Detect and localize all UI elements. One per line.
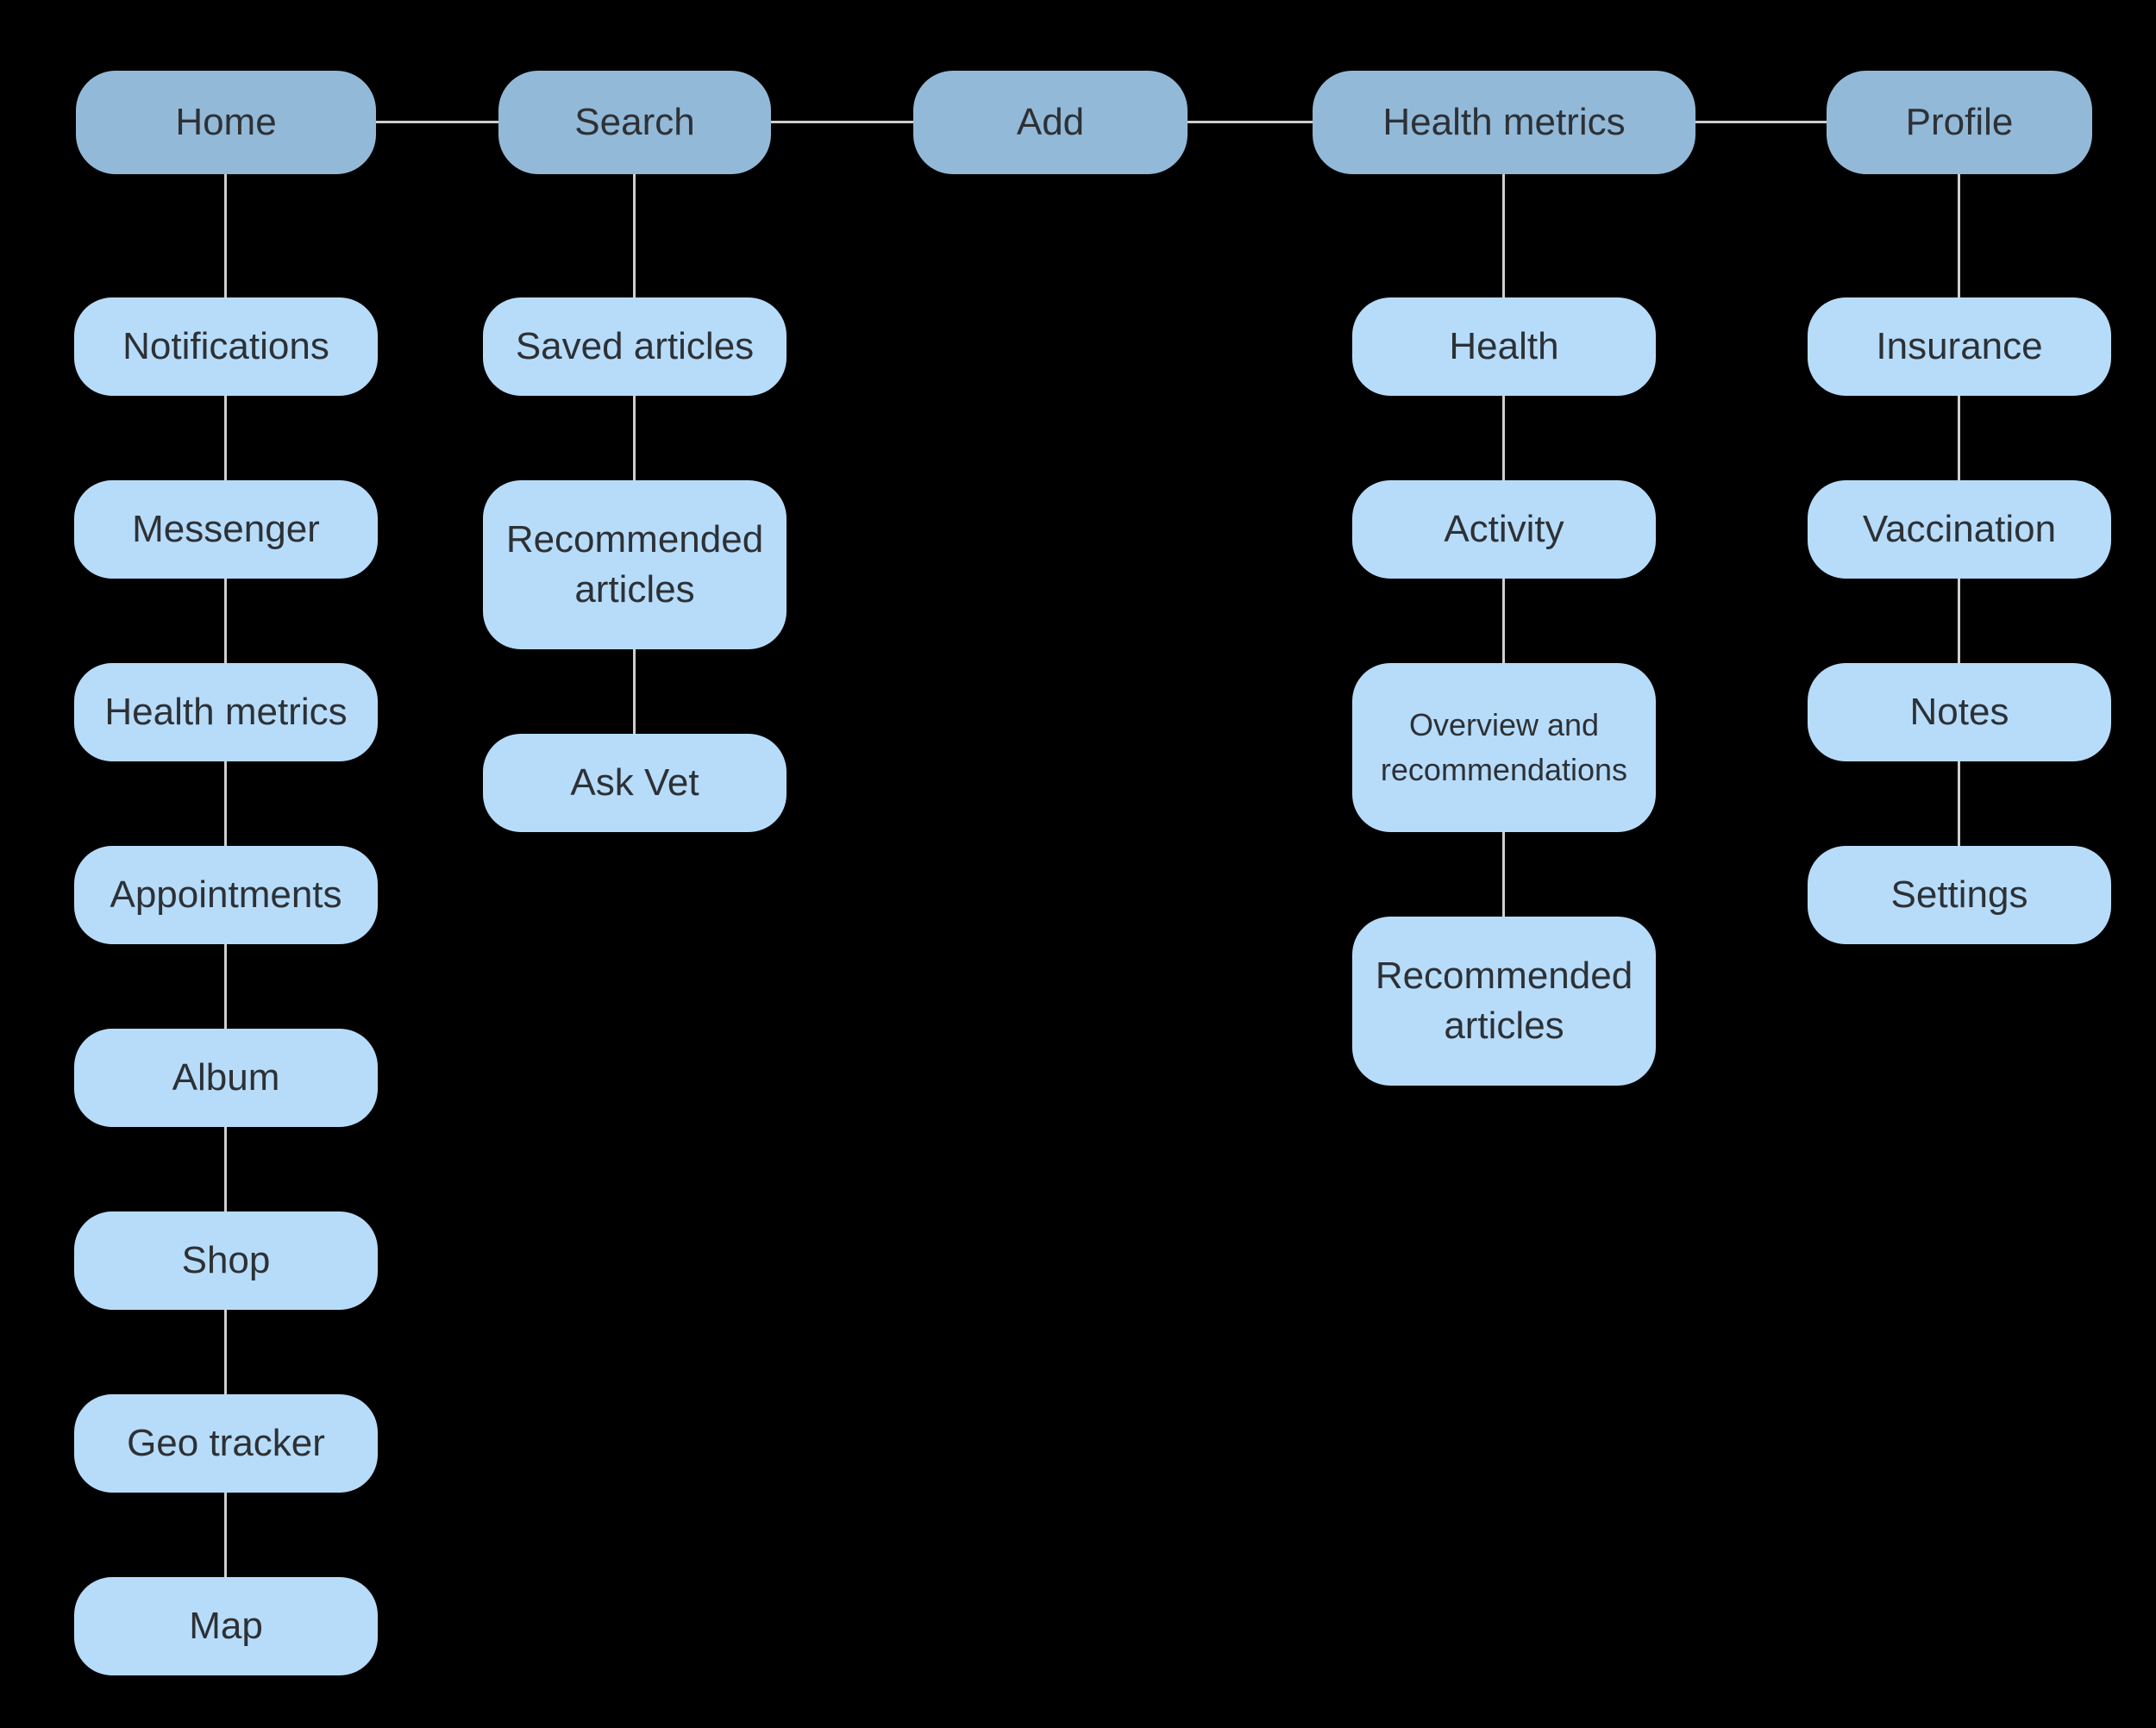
node-health[interactable]: Health xyxy=(1352,297,1656,396)
node-ask-vet[interactable]: Ask Vet xyxy=(483,734,787,832)
node-insurance[interactable]: Insurance xyxy=(1808,297,2111,396)
node-search[interactable]: Search xyxy=(498,71,771,174)
node-notes[interactable]: Notes xyxy=(1808,663,2111,761)
node-overview-and-recommendations[interactable]: Overview and recommendations xyxy=(1352,663,1656,832)
node-recommended-articles[interactable]: Recommended articles xyxy=(483,480,787,649)
node-geo-tracker[interactable]: Geo tracker xyxy=(74,1394,378,1493)
node-profile[interactable]: Profile xyxy=(1827,71,2092,174)
node-notifications[interactable]: Notifications xyxy=(74,297,378,396)
node-map[interactable]: Map xyxy=(74,1577,378,1675)
node-vaccination[interactable]: Vaccination xyxy=(1808,480,2111,579)
node-health-metrics[interactable]: Health metrics xyxy=(1313,71,1695,174)
node-saved-articles[interactable]: Saved articles xyxy=(483,297,787,396)
node-settings[interactable]: Settings xyxy=(1808,846,2111,944)
connector-search-column xyxy=(633,172,636,737)
node-home[interactable]: Home xyxy=(76,71,376,174)
node-home-health-metrics[interactable]: Health metrics xyxy=(74,663,378,761)
node-health-recommended-articles[interactable]: Recommended articles xyxy=(1352,917,1656,1086)
node-shop[interactable]: Shop xyxy=(74,1211,378,1310)
node-activity[interactable]: Activity xyxy=(1352,480,1656,579)
node-album[interactable]: Album xyxy=(74,1029,378,1127)
node-appointments[interactable]: Appointments xyxy=(74,846,378,944)
node-add[interactable]: Add xyxy=(913,71,1188,174)
node-messenger[interactable]: Messenger xyxy=(74,480,378,579)
